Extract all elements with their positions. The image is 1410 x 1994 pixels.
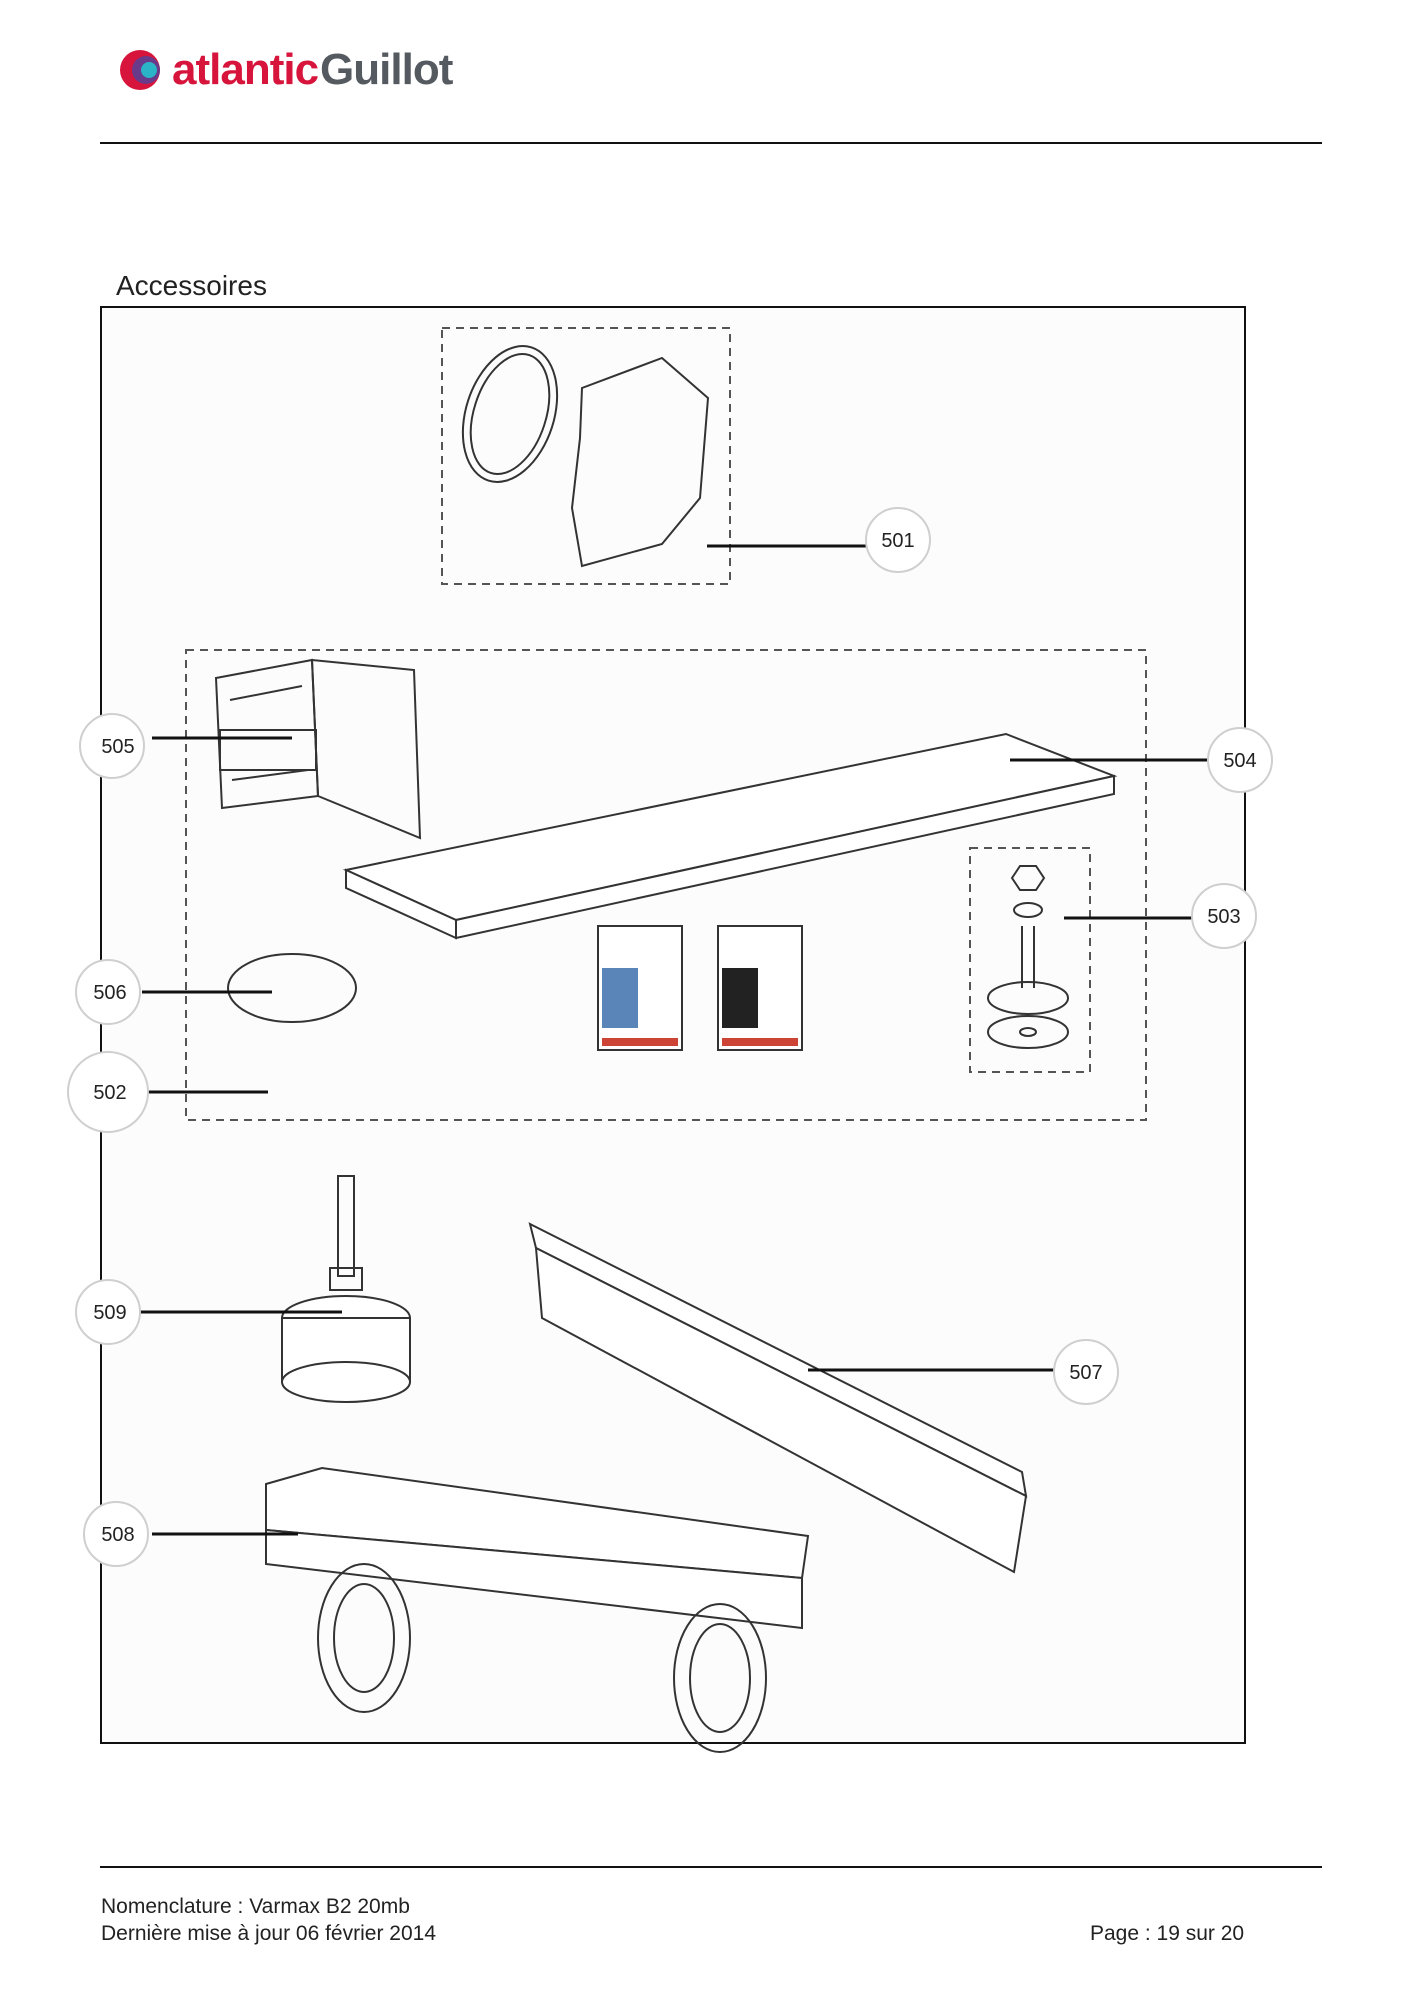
callout-505: 505 (79, 713, 145, 779)
part-506-drawing (227, 953, 357, 1023)
brand-name-primary: atlantic (172, 45, 319, 94)
svg-text:501: 501 (881, 530, 914, 552)
part-509-drawing (281, 1175, 411, 1403)
callout-504: 504 (1207, 727, 1273, 793)
callout-506: 506 (75, 959, 141, 1025)
callout-508: 508 (83, 1501, 149, 1567)
manual-varmax-icon (597, 925, 683, 1051)
section-title: Accessoires (116, 270, 267, 301)
footer-document-name: Nomenclature : Varmax B2 20mb (101, 1895, 410, 1918)
atlantic-logo-icon (120, 50, 160, 90)
part-508-drawing (265, 1466, 810, 1753)
brand-name-secondary: Guillot (320, 45, 453, 94)
footer-last-updated: Dernière mise à jour 06 février 2014 (101, 1922, 436, 1945)
svg-text:509: 509 (93, 1302, 126, 1324)
part-502-group-box (185, 649, 1147, 1121)
parts-diagram: 501 504 503 505 506 502 509 507 (67, 327, 1273, 1753)
parts-diagram-frame: 501 504 503 505 506 502 509 507 (67, 306, 1273, 1753)
footer-page-number: Page : 19 sur 20 (1090, 1922, 1245, 1945)
svg-text:502: 502 (93, 1082, 126, 1104)
svg-text:503: 503 (1207, 906, 1240, 928)
svg-text:504: 504 (1223, 750, 1256, 772)
footer-divider (100, 1866, 1322, 1868)
svg-text:506: 506 (93, 982, 126, 1004)
svg-text:505: 505 (101, 736, 134, 758)
callout-507: 507 (1053, 1339, 1119, 1405)
part-503-drawing (969, 847, 1091, 1073)
part-505-drawing (214, 658, 422, 840)
callout-503: 503 (1191, 883, 1257, 949)
svg-text:507: 507 (1069, 1362, 1102, 1384)
part-501-drawing (441, 327, 731, 585)
part-507-drawing (528, 1222, 1028, 1574)
brand-logo: atlanticGuillot (118, 42, 453, 98)
callout-501: 501 (865, 507, 931, 573)
part-504-drawing (342, 732, 1118, 940)
callout-502: 502 (67, 1051, 149, 1133)
leader-lines (136, 544, 1212, 1536)
manual-controller-icon (717, 925, 803, 1051)
callout-509: 509 (75, 1279, 141, 1345)
svg-text:508: 508 (101, 1524, 134, 1546)
header-divider (100, 142, 1322, 144)
